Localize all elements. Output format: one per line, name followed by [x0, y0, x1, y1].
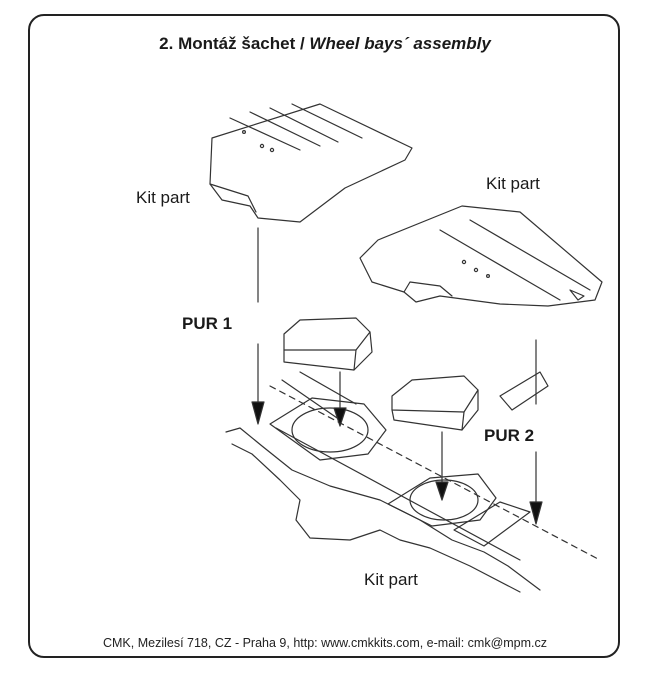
kit-part-label-left: Kit part: [136, 188, 190, 207]
footer-contact: CMK, Mezilesí 718, CZ - Praha 9, http: w…: [102, 636, 548, 650]
title-czech: Montáž šachet: [178, 34, 296, 53]
pur2-label: PUR 2: [484, 426, 535, 445]
pur1-block: [283, 317, 373, 371]
kit-part-label-bottom: Kit part: [364, 570, 418, 589]
kit-part-lower: [225, 371, 601, 593]
border-frame: [28, 14, 620, 658]
kit-part-label-right: Kit part: [486, 174, 540, 193]
kit-part-upper-right: [359, 205, 603, 307]
title-english: Wheel bays´ assembly: [309, 34, 491, 53]
pur1-label: PUR 1: [182, 314, 233, 333]
guide-lines: [251, 227, 543, 525]
kit-part-upper-left: [209, 103, 413, 223]
pur2-block: [391, 375, 479, 431]
title-number: 2.: [159, 34, 174, 53]
title-separator: /: [295, 34, 310, 53]
page-title: 2. Montáž šachet / Wheel bays´ assembly: [0, 34, 650, 54]
